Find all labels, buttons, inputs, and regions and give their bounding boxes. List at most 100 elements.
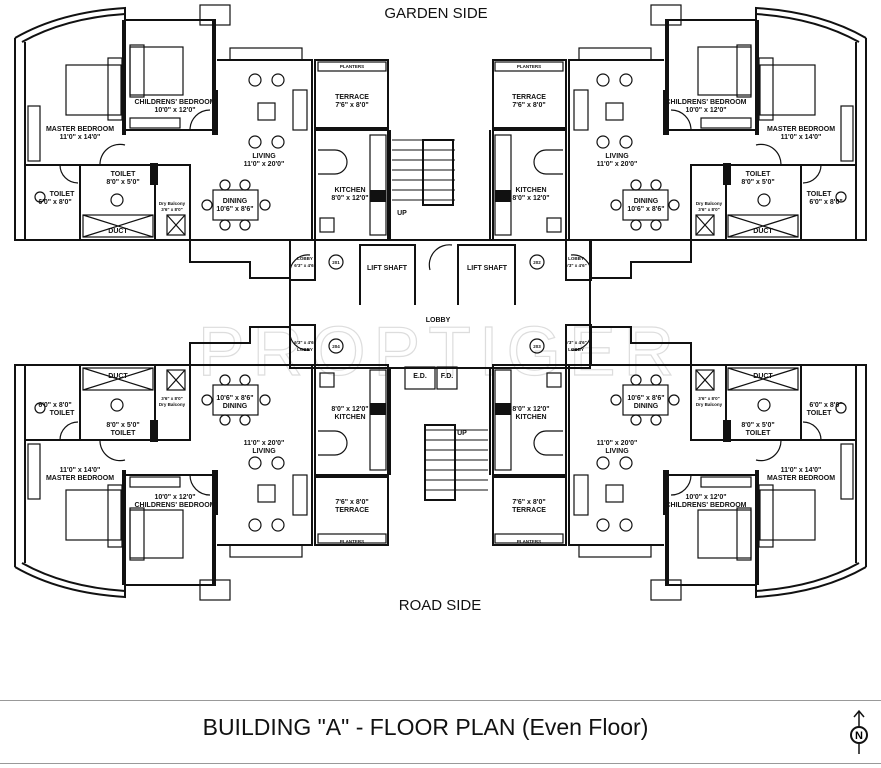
- unit-202-dining-label: DINING: [634, 198, 659, 205]
- unit-203-kitchen-size-label: 8'0" x 12'0": [512, 406, 549, 413]
- unit-203-toilet2-size-label: 8'0" x 5'0": [741, 422, 774, 429]
- unit-203-toilet1-size-label: 6'0" x 8'0": [809, 402, 842, 409]
- unit-201-master-bedroom-size-label: 11'0" x 14'0": [60, 134, 101, 141]
- unit-203-terrace-label: TERRACE: [512, 507, 546, 514]
- unit-204-toilet2-label: TOILET: [111, 430, 136, 437]
- unit-204-kitchen-size-label: 8'0" x 12'0": [331, 406, 368, 413]
- unit-201-childrens-bedroom-label: CHILDRENS' BEDROOM: [135, 99, 216, 106]
- floor-plan: PROPTIGER GARDEN SIDE ROAD SIDE LIFT: [14, 4, 867, 614]
- unit-201-toilet1-size-label: 6'0" x 8'0": [38, 199, 71, 206]
- unit-203-kitchen-label: KITCHEN: [515, 414, 546, 421]
- unit-202-kitchen-size-label: 8'0" x 12'0": [512, 195, 549, 202]
- unit-202-dry-balcony-size-label: 3'6" x 8'0": [698, 207, 719, 212]
- unit-203-lobby-size-label: 6'3" x 4'6": [565, 340, 586, 345]
- unit-204-kitchen-label: KITCHEN: [334, 414, 365, 421]
- unit-204-childrens-bedroom-size-label: 10'0" x 12'0": [154, 494, 195, 501]
- unit-201-toilet2-label: TOILET: [111, 171, 136, 178]
- core: [289, 130, 591, 501]
- unit-201-toilet2-size-label: 8'0" x 5'0": [106, 179, 139, 186]
- unit-203-living-label: LIVING: [605, 448, 629, 455]
- unit-201-terrace-size-label: 7'6" x 8'0": [335, 102, 368, 109]
- unit-203-master-bedroom-label: MASTER BEDROOM: [767, 475, 835, 482]
- unit-201-lobby-label: LOBBY: [297, 256, 313, 261]
- unit-201-kitchen-label: KITCHEN: [334, 187, 365, 194]
- unit-204-terrace-size-label: 7'6" x 8'0": [335, 499, 368, 506]
- unit-202-number: 202: [533, 260, 541, 265]
- unit-202-childrens-bedroom-size-label: 10'0" x 12'0": [685, 107, 726, 114]
- unit-201-master-bedroom-label: MASTER BEDROOM: [46, 126, 114, 133]
- unit-204-toilet1-size-label: 6'0" x 8'0": [38, 402, 71, 409]
- unit-201-kitchen-size-label: 8'0" x 12'0": [331, 195, 368, 202]
- unit-202-toilet2-label: TOILET: [746, 171, 771, 178]
- unit-202-plan: [492, 4, 867, 281]
- unit-204-dining-label: DINING: [223, 403, 248, 410]
- lift-shaft-left-label: LIFT SHAFT: [367, 265, 408, 272]
- unit-202-toilet2-size-label: 8'0" x 5'0": [741, 179, 774, 186]
- unit-201-lobby-size-label: 6'3" x 4'6": [294, 263, 315, 268]
- unit-204-dining-size-label: 10'6" x 8'6": [216, 395, 253, 402]
- unit-202-toilet1-label: TOILET: [807, 191, 832, 198]
- unit-202-terrace-size-label: 7'6" x 8'0": [512, 102, 545, 109]
- unit-203-master-bedroom-size-label: 11'0" x 14'0": [781, 467, 822, 474]
- unit-201-plan: [14, 4, 389, 281]
- unit-201-dry-balcony-size-label: 3'6" x 8'0": [161, 207, 182, 212]
- unit-202-planters-label: PLANTERS: [517, 64, 541, 69]
- unit-204-master-bedroom-label: MASTER BEDROOM: [46, 475, 114, 482]
- unit-204-duct-label: DUCT: [108, 373, 128, 380]
- unit-202-lobby-label: LOBBY: [568, 256, 584, 261]
- unit-201-dining-size-label: 10'6" x 8'6": [216, 206, 253, 213]
- lift-shaft-right-label: LIFT SHAFT: [467, 265, 508, 272]
- unit-201-toilet1-label: TOILET: [50, 191, 75, 198]
- unit-201-terrace-label: TERRACE: [335, 94, 369, 101]
- unit-204-toilet2-size-label: 8'0" x 5'0": [106, 422, 139, 429]
- unit-202-dry-balcony-label: Dry Balcony: [696, 201, 723, 206]
- unit-203-childrens-bedroom-size-label: 10'0" x 12'0": [685, 494, 726, 501]
- unit-203-number: 203: [533, 344, 541, 349]
- unit-201-living-size-label: 11'0" x 20'0": [244, 161, 285, 168]
- north-label: N: [855, 730, 863, 742]
- unit-201-duct-label: DUCT: [108, 228, 128, 235]
- lobby-label: LOBBY: [426, 317, 451, 324]
- unit-204-dry-balcony-size-label: 3'6" x 8'0": [161, 396, 182, 401]
- watermark: PROPTIGER: [198, 312, 682, 390]
- unit-203-duct-label: DUCT: [753, 373, 773, 380]
- unit-202-living-label: LIVING: [605, 153, 629, 160]
- road-side-label: ROAD SIDE: [399, 597, 482, 614]
- unit-202-childrens-bedroom-label: CHILDRENS' BEDROOM: [666, 99, 747, 106]
- plan-title: BUILDING "A" - FLOOR PLAN (Even Floor): [202, 714, 649, 740]
- unit-204-living-size-label: 11'0" x 20'0": [244, 440, 285, 447]
- unit-203-dining-size-label: 10'6" x 8'6": [627, 395, 664, 402]
- unit-204-living-label: LIVING: [252, 448, 276, 455]
- unit-204-planters-label: PLANTERS: [340, 539, 364, 544]
- unit-203-lobby-label: LOBBY: [568, 347, 584, 352]
- unit-203-planters-label: PLANTERS: [517, 539, 541, 544]
- unit-201-dry-balcony-label: Dry Balcony: [159, 201, 186, 206]
- unit-202-master-bedroom-size-label: 11'0" x 14'0": [781, 134, 822, 141]
- unit-204-dry-balcony-label: Dry Balcony: [159, 402, 186, 407]
- unit-202-kitchen-label: KITCHEN: [515, 187, 546, 194]
- unit-203-terrace-size-label: 7'6" x 8'0": [512, 499, 545, 506]
- unit-201-living-label: LIVING: [252, 153, 276, 160]
- unit-201-number: 201: [332, 260, 340, 265]
- ed-label: E.D.: [413, 373, 427, 380]
- title-band: [0, 700, 881, 764]
- unit-204-master-bedroom-size-label: 11'0" x 14'0": [60, 467, 101, 474]
- up-bottom-label: UP: [457, 430, 467, 437]
- unit-203-dry-balcony-label: Dry Balcony: [696, 402, 723, 407]
- unit-203-living-size-label: 11'0" x 20'0": [597, 440, 638, 447]
- unit-203-toilet1-label: TOILET: [807, 410, 832, 417]
- unit-204-terrace-label: TERRACE: [335, 507, 369, 514]
- north-arrow-icon: N: [850, 709, 868, 754]
- unit-204-lobby-label: LOBBY: [297, 347, 313, 352]
- unit-204-toilet1-label: TOILET: [50, 410, 75, 417]
- fd-label: F.D.: [441, 373, 454, 380]
- unit-201-planters-label: PLANTERS: [340, 64, 364, 69]
- unit-203-toilet2-label: TOILET: [746, 430, 771, 437]
- garden-side-label: GARDEN SIDE: [384, 5, 487, 22]
- unit-202-terrace-label: TERRACE: [512, 94, 546, 101]
- unit-204-childrens-bedroom-label: CHILDRENS' BEDROOM: [135, 502, 216, 509]
- unit-201-childrens-bedroom-size-label: 10'0" x 12'0": [154, 107, 195, 114]
- unit-202-lobby-size-label: 6'3" x 4'6": [565, 263, 586, 268]
- unit-202-duct-label: DUCT: [753, 228, 773, 235]
